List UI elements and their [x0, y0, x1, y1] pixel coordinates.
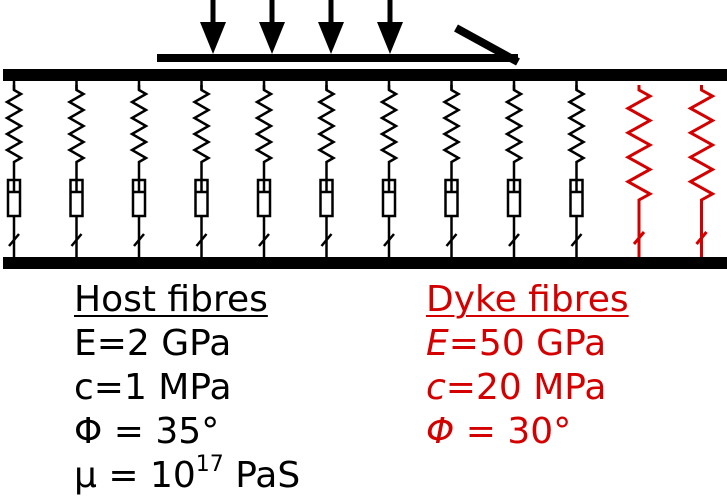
break-slash — [570, 233, 583, 247]
host-fibres-heading: Host fibres — [74, 279, 268, 320]
break-slash — [195, 233, 208, 247]
break-slash — [133, 233, 145, 247]
host-fibre — [129, 81, 149, 257]
break-slash — [632, 231, 646, 245]
host-fibre — [191, 81, 212, 257]
host-fibre — [441, 81, 462, 257]
host-viscosity-prefix: μ = 10 — [74, 455, 196, 496]
host-fibre — [504, 81, 524, 257]
dyke-youngs-modulus: E=50 GPa — [426, 322, 629, 366]
spring — [4, 85, 24, 167]
host-viscosity-unit: PaS — [223, 455, 301, 496]
host-fibres-legend: Host fibres E=2 GPa c=1 MPa Φ = 35° μ = … — [74, 278, 300, 498]
break-slash — [320, 233, 333, 247]
load-arrow-head — [318, 22, 344, 54]
host-friction-angle: Φ = 35° — [74, 411, 220, 452]
spring — [687, 85, 716, 205]
load-arrow — [200, 0, 226, 54]
host-fibre — [4, 81, 24, 257]
host-youngs-modulus: E=2 GPa — [74, 323, 232, 364]
dyke-c-symbol: c — [426, 367, 446, 408]
loading-plate — [157, 24, 520, 66]
host-viscosity: μ = 1017 PaS — [74, 454, 300, 498]
break-slash — [445, 233, 458, 247]
dyke-c-value: =20 MPa — [445, 367, 607, 408]
dyke-phi-value: = 30° — [454, 411, 572, 452]
load-arrow — [377, 0, 403, 54]
spring — [316, 85, 337, 167]
spring — [129, 85, 149, 167]
dyke-friction-angle: Φ = 30° — [426, 410, 629, 454]
load-arrow — [318, 0, 344, 54]
host-viscosity-exponent: 17 — [195, 452, 224, 477]
top-beam — [3, 69, 727, 81]
host-fibre — [66, 81, 87, 257]
dyke-fibres-heading: Dyke fibres — [426, 279, 629, 320]
dyke-fibres-legend: Dyke fibres E=50 GPa c=20 MPa Φ = 30° — [426, 278, 629, 454]
host-fibre — [566, 81, 587, 257]
spring — [504, 85, 524, 167]
host-fibre — [316, 81, 337, 257]
break-slash — [508, 233, 520, 247]
host-fibre — [254, 81, 274, 257]
loading-plate-ramp — [454, 24, 520, 66]
bottom-beam — [3, 257, 727, 269]
load-arrow-head — [200, 22, 226, 54]
break-slash — [70, 233, 83, 247]
spring — [441, 85, 462, 167]
dyke-E-symbol: E — [426, 323, 449, 364]
break-slash — [8, 233, 20, 247]
dyke-E-value: =50 GPa — [448, 323, 607, 364]
spring — [379, 85, 399, 167]
load-arrow-head — [377, 22, 403, 54]
break-slash — [695, 231, 708, 245]
dyke-fibre — [624, 85, 654, 257]
dyke-cohesion: c=20 MPa — [426, 366, 629, 410]
load-arrow — [259, 0, 285, 54]
host-cohesion: c=1 MPa — [74, 367, 232, 408]
break-slash — [258, 233, 270, 247]
load-arrow-head — [259, 22, 285, 54]
spring — [566, 85, 587, 167]
load-arrows — [200, 0, 403, 54]
host-fibre — [379, 81, 399, 257]
spring — [254, 85, 274, 167]
spring — [624, 85, 654, 205]
fibre-elements — [4, 81, 716, 257]
dyke-fibre — [687, 85, 716, 257]
break-slash — [383, 233, 395, 247]
spring — [66, 85, 87, 167]
spring — [191, 85, 212, 167]
dyke-phi-symbol: Φ — [426, 411, 455, 452]
